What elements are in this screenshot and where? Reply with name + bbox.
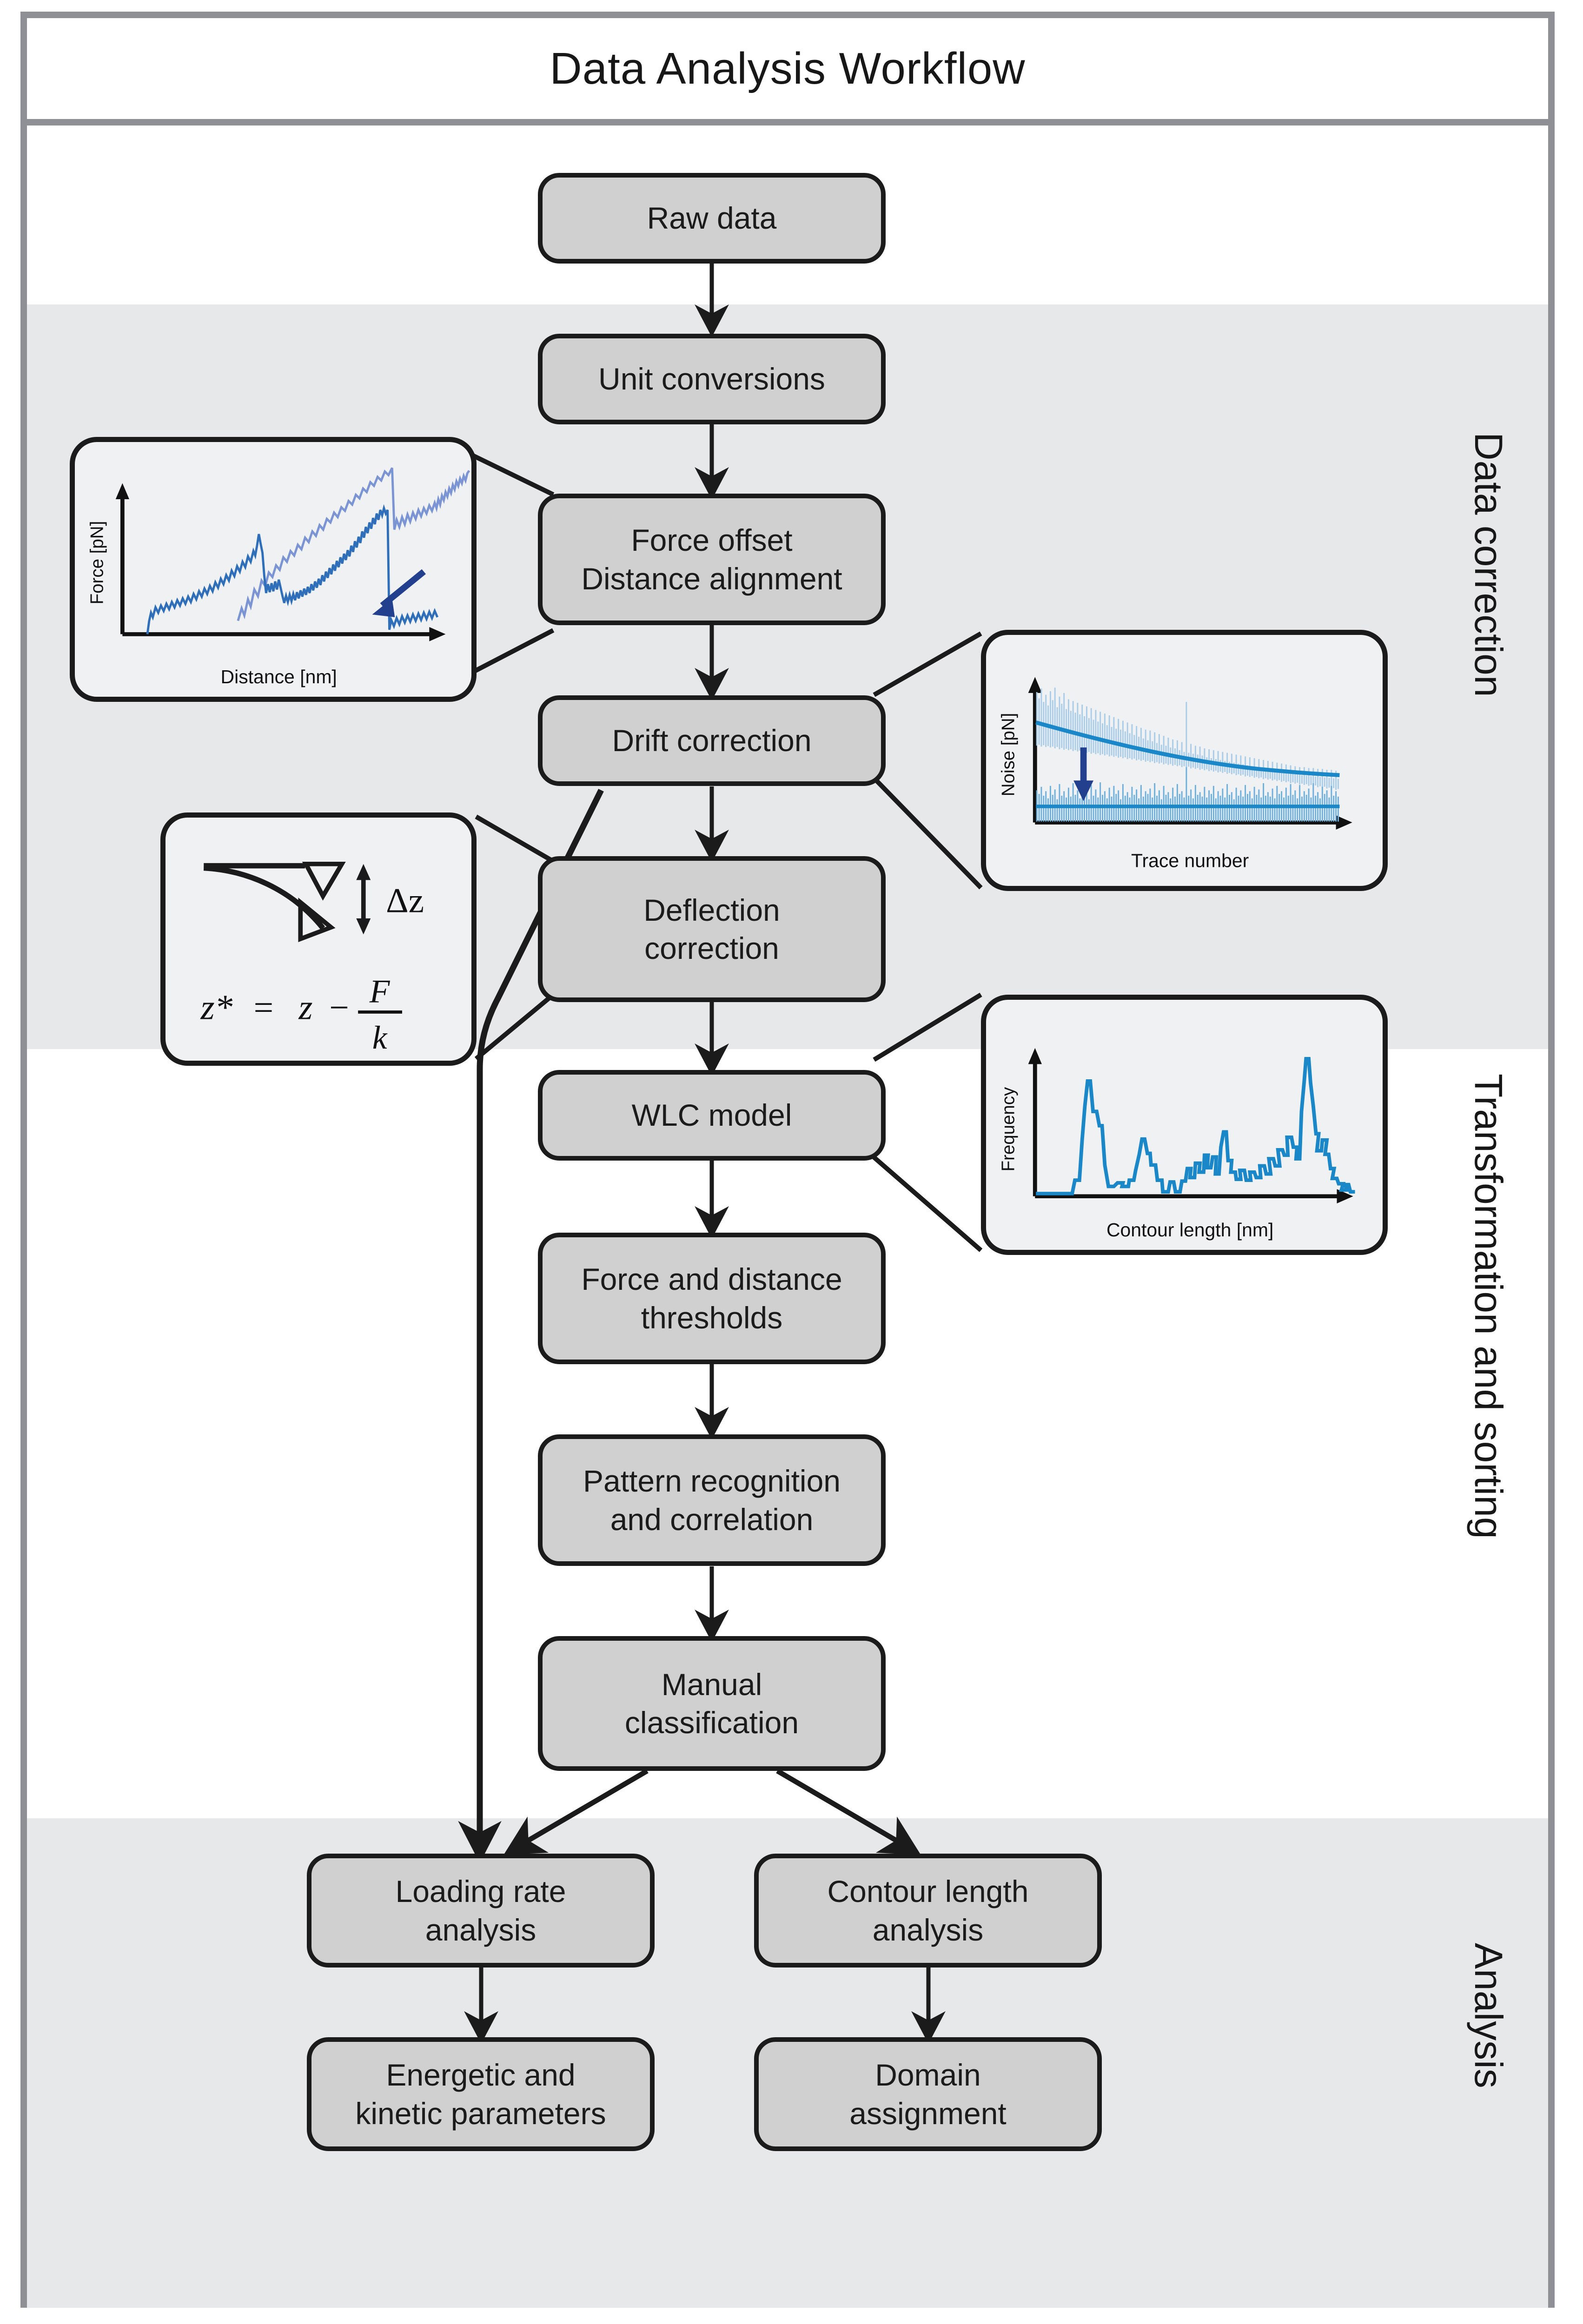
series-noise-decay-fit [1035, 720, 1340, 778]
node-wlc-model[interactable]: WLC model [538, 1070, 886, 1161]
inset-force-distance-chart: Force [pN] Distance [nm] [70, 437, 477, 702]
cantilever-icon [203, 863, 325, 930]
node-contour-length-analysis[interactable]: Contour length analysis [754, 1854, 1102, 1967]
node-unit-conversions[interactable]: Unit conversions [538, 334, 886, 424]
tip-triangle-upper [302, 862, 346, 901]
x-axis-arrowhead [1337, 1189, 1353, 1204]
series-contour-length-frequency [1036, 1056, 1355, 1195]
inset-deflection-formula: Δz z* = z − F k [160, 812, 477, 1066]
x-axis-arrowhead [429, 627, 446, 641]
equation-numerator-F: F [369, 973, 391, 1010]
noise-trace-xlabel: Trace number [1131, 850, 1249, 872]
tip-triangle-lower [298, 898, 336, 942]
node-energetic-and-kinetic-parameters[interactable]: Energetic and kinetic parameters [307, 2037, 655, 2151]
section-label-data-correction: Data correction [1467, 432, 1510, 697]
equation-denominator-k: k [372, 1019, 388, 1056]
equation-minus: − [329, 989, 349, 1027]
delta-z-label: Δz [386, 882, 424, 920]
annotation-arrow-icon [1073, 747, 1094, 801]
node-manual-classification[interactable]: Manual classification [538, 1636, 886, 1771]
series-corrected-trace [146, 504, 439, 634]
x-axis-arrowhead [1336, 815, 1352, 830]
y-axis-arrowhead [1028, 677, 1042, 693]
force-distance-svg: Force [pN] Distance [nm] [87, 467, 470, 687]
force-distance-xlabel: Distance [nm] [221, 666, 337, 687]
section-label-analysis: Analysis [1467, 1943, 1510, 2088]
deflection-formula-svg: Δz z* = z − F k [200, 862, 424, 1056]
inset-contour-length-histogram: Frequency Contour length [nm] [981, 995, 1388, 1255]
figure-title-bar: Data Analysis Workflow [27, 18, 1548, 119]
equation-equals: = [254, 989, 274, 1027]
node-force-and-distance-thresholds[interactable]: Force and distance thresholds [538, 1233, 886, 1364]
contour-histogram-svg: Frequency Contour length [nm] [998, 1048, 1355, 1241]
node-drift-correction[interactable]: Drift correction [538, 695, 886, 786]
equation-lhs: z* [200, 987, 232, 1027]
force-distance-ylabel: Force [pN] [87, 521, 107, 604]
y-axis-arrowhead [1028, 1048, 1042, 1064]
page-title: Data Analysis Workflow [550, 43, 1026, 93]
series-raw-trace [237, 467, 470, 621]
node-pattern-recognition-and-correlation[interactable]: Pattern recognition and correlation [538, 1434, 886, 1566]
inset-noise-trace-chart: Noise [pN] Trace number [981, 630, 1388, 891]
noise-trace-svg: Noise [pN] Trace number [998, 677, 1352, 872]
section-label-transformation-and-sorting: Transformation and sorting [1467, 1074, 1510, 1539]
y-axis-arrowhead [115, 483, 129, 500]
annotation-arrow-icon [372, 569, 426, 617]
node-loading-rate-analysis[interactable]: Loading rate analysis [307, 1854, 655, 1967]
node-raw-data[interactable]: Raw data [538, 173, 886, 264]
node-deflection-correction[interactable]: Deflection correction [538, 856, 886, 1002]
node-force-offset-distance-alignment[interactable]: Force offset Distance alignment [538, 494, 886, 625]
contour-histogram-ylabel: Frequency [998, 1087, 1018, 1171]
noise-trace-ylabel: Noise [pN] [998, 713, 1018, 796]
title-divider [27, 119, 1548, 125]
contour-histogram-xlabel: Contour length [nm] [1106, 1219, 1273, 1241]
equation-rhs-z: z [298, 987, 312, 1027]
node-domain-assignment[interactable]: Domain assignment [754, 2037, 1102, 2151]
